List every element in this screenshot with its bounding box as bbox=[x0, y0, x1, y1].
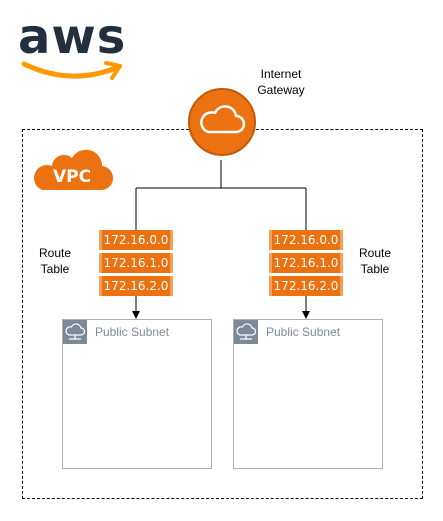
aws-logo: aws bbox=[18, 12, 128, 82]
public-subnet-right: Public Subnet bbox=[233, 319, 383, 469]
route-table-label-right: Route Table bbox=[358, 246, 392, 276]
vpc-label: VPC bbox=[53, 167, 91, 187]
public-subnet-left: Public Subnet bbox=[62, 319, 212, 469]
aws-smile-icon bbox=[21, 61, 122, 80]
subnet-label: Public Subnet bbox=[95, 325, 170, 339]
route-table-label-left: Route Table bbox=[38, 246, 72, 276]
subnet-cloud-icon bbox=[63, 320, 87, 344]
route-table-left: 172.16.0.0 172.16.1.0 172.16.2.0 bbox=[99, 230, 173, 296]
internet-gateway-icon bbox=[188, 88, 256, 156]
route-entry: 172.16.1.0 bbox=[269, 253, 343, 273]
route-entry: 172.16.0.0 bbox=[269, 230, 343, 250]
subnet-cloud-icon bbox=[234, 320, 258, 344]
subnet-label: Public Subnet bbox=[266, 325, 341, 339]
route-table-right: 172.16.0.0 172.16.1.0 172.16.2.0 bbox=[269, 230, 343, 296]
internet-gateway-label: Internet Gateway bbox=[257, 67, 305, 97]
aws-logo-text: aws bbox=[18, 9, 127, 65]
route-entry: 172.16.2.0 bbox=[269, 276, 343, 296]
vpc-cloud-icon: VPC bbox=[34, 149, 114, 191]
route-entry: 172.16.0.0 bbox=[99, 230, 173, 250]
route-entry: 172.16.2.0 bbox=[99, 276, 173, 296]
route-entry: 172.16.1.0 bbox=[99, 253, 173, 273]
